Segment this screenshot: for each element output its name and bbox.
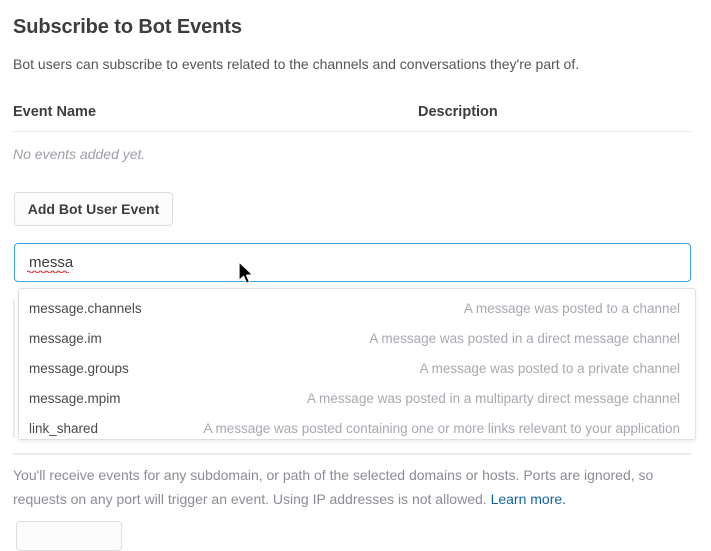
dropdown-option-description: A message was posted containing one or m…	[203, 420, 680, 436]
page-title: Subscribe to Bot Events	[13, 16, 242, 38]
obscured-content-marker	[13, 300, 15, 438]
event-search-input[interactable]	[14, 243, 691, 282]
dropdown-option-description: A message was posted in a multiparty dir…	[307, 390, 680, 406]
dropdown-option[interactable]: message.groups A message was posted to a…	[19, 353, 695, 383]
column-header-description: Description	[418, 104, 498, 120]
dropdown-option-description: A message was posted to a private channe…	[419, 360, 680, 376]
events-table-header: Event Name Description	[13, 104, 691, 130]
add-bot-user-event-button[interactable]: Add Bot User Event	[14, 192, 173, 226]
footer-partial-button[interactable]	[16, 521, 122, 551]
learn-more-link[interactable]: Learn more.	[490, 491, 567, 507]
dropdown-option[interactable]: message.im A message was posted in a dir…	[19, 323, 695, 353]
dropdown-option[interactable]: message.channels A message was posted to…	[19, 293, 695, 323]
dropdown-option-name: message.im	[29, 330, 102, 346]
dropdown-option-name: message.groups	[29, 360, 129, 376]
footer-divider	[13, 453, 691, 455]
dropdown-option-description: A message was posted in a direct message…	[369, 330, 680, 346]
dropdown-option[interactable]: message.mpim A message was posted in a m…	[19, 383, 695, 413]
dropdown-option-name: link_shared	[29, 420, 99, 436]
column-header-event-name: Event Name	[13, 104, 97, 120]
settings-page: Subscribe to Bot Events Bot users can su…	[13, 16, 696, 551]
footnote-body: You'll receive events for any subdomain,…	[13, 467, 654, 507]
table-header-divider	[13, 131, 691, 132]
dropdown-option[interactable]: link_shared A message was posted contain…	[19, 413, 695, 439]
page-description: Bot users can subscribe to events relate…	[13, 56, 580, 72]
dropdown-option-name: message.channels	[29, 300, 142, 316]
event-suggestions-dropdown[interactable]: message.channels A message was posted to…	[18, 288, 696, 440]
dropdown-option-name: message.mpim	[29, 390, 121, 406]
events-empty-state: No events added yet.	[13, 146, 146, 162]
footnote-text: You'll receive events for any subdomain,…	[13, 463, 685, 511]
dropdown-option-description: A message was posted to a channel	[463, 300, 680, 316]
